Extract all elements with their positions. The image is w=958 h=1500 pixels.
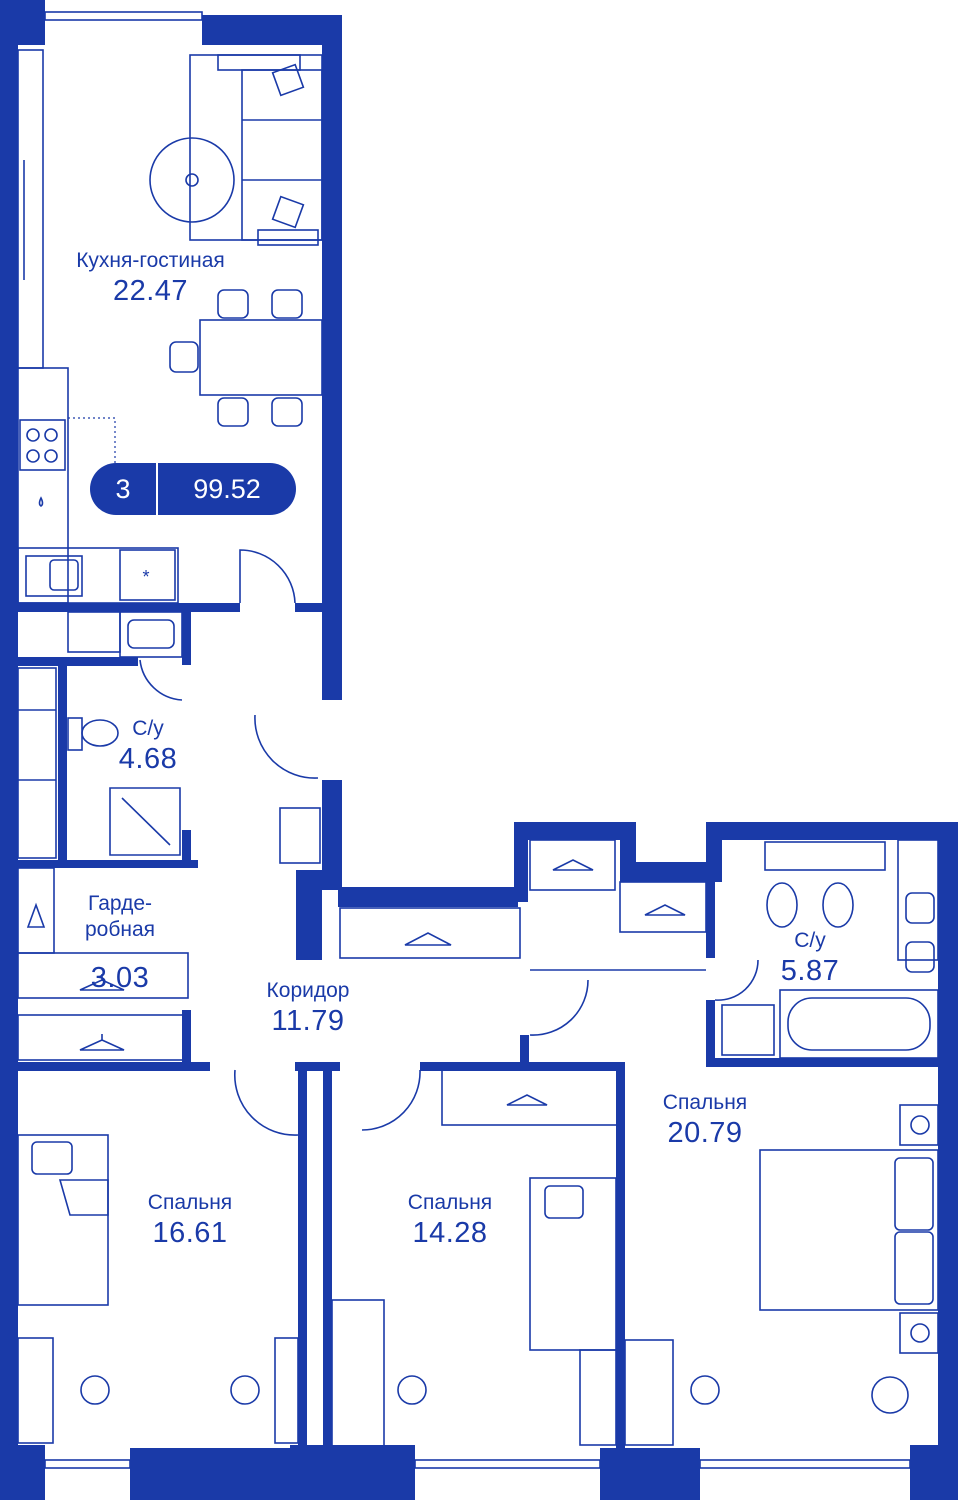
room-label-kitchen: Кухня-гостиная 22.47 <box>48 248 253 308</box>
room-area: 16.61 <box>152 1217 228 1249</box>
wc1-fixtures <box>17 611 183 859</box>
room-name: Гарде- робная <box>84 892 156 941</box>
corridor-furniture <box>279 807 707 971</box>
room-name: С/у <box>132 717 164 740</box>
room-name: Кухня-гостиная <box>76 249 225 272</box>
badge-divider <box>156 463 158 515</box>
apartment-summary-badge: 3 99.52 <box>90 463 296 515</box>
rooms-count: 3 <box>115 473 131 504</box>
bedroom-middle-furniture <box>331 1069 618 1449</box>
room-label-corridor: Коридор 11.79 <box>238 978 378 1038</box>
dining-table <box>169 289 323 427</box>
room-name: Спальня <box>407 1191 493 1214</box>
room-label-bedroom-large: Спальня 20.79 <box>640 1090 770 1150</box>
room-label-bedroom-middle: Спальня 14.28 <box>385 1190 515 1250</box>
sofa <box>149 54 323 246</box>
wc2-fixtures <box>721 839 939 1059</box>
room-area: 5.87 <box>780 955 840 987</box>
interior-walls <box>18 603 946 1448</box>
bedroom-left-furniture <box>17 1134 299 1444</box>
room-area: 20.79 <box>667 1117 743 1149</box>
room-area: 4.68 <box>118 743 178 775</box>
room-label-wardrobe: Гарде- робная 3.03 <box>60 873 180 1013</box>
room-name: Спальня <box>662 1091 748 1114</box>
room-area: 11.79 <box>271 1005 345 1037</box>
room-area: 14.28 <box>412 1217 488 1249</box>
room-area: 22.47 <box>112 275 189 307</box>
doors <box>139 549 759 1136</box>
room-name: Коридор <box>266 979 350 1002</box>
room-name: С/у <box>794 929 826 952</box>
windows <box>44 11 911 1469</box>
room-label-wc1: С/у 4.68 <box>108 716 188 776</box>
room-label-bedroom-left: Спальня 16.61 <box>125 1190 255 1250</box>
wardrobe-racks <box>17 867 189 1061</box>
room-label-wc2: С/у 5.87 <box>770 928 850 988</box>
room-area: 3.03 <box>90 962 150 994</box>
bedroom-large-furniture <box>624 1104 939 1446</box>
total-area: 99.52 <box>193 473 261 504</box>
room-name: Спальня <box>147 1191 233 1214</box>
svg-text:*: * <box>142 567 149 587</box>
kitchen-furniture: * <box>17 49 179 604</box>
